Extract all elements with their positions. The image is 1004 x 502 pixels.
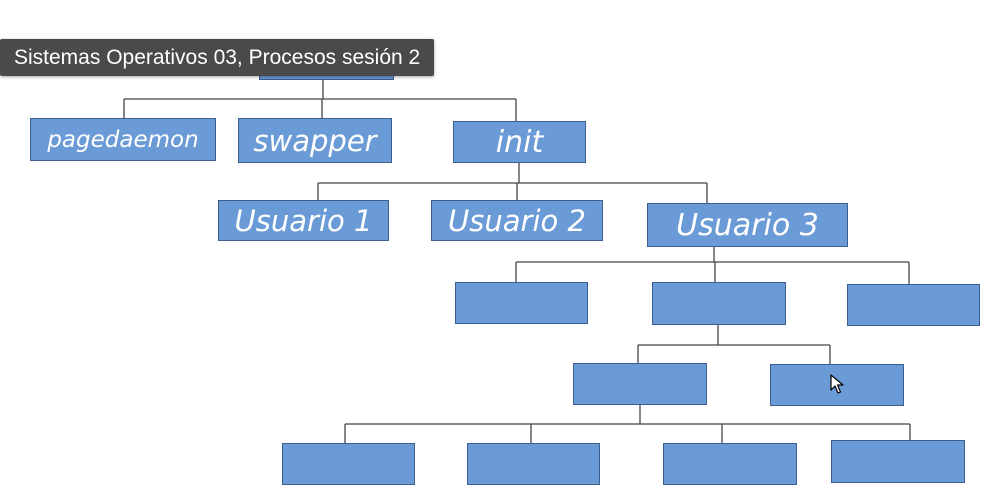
node-level3-left [455, 282, 588, 324]
node-level5-1 [282, 443, 415, 485]
node-usuario-2: Usuario 2 [431, 200, 603, 241]
node-level3-right [847, 284, 980, 326]
video-title-tooltip: Sistemas Operativos 03, Procesos sesión … [0, 39, 435, 76]
node-level5-3 [663, 443, 797, 485]
node-init: init [453, 121, 586, 163]
node-level3-middle [652, 282, 786, 325]
node-swapper: swapper [238, 118, 392, 163]
mouse-pointer-icon [830, 374, 844, 394]
node-pagedaemon: pagedaemon [30, 118, 216, 161]
node-usuario-1: Usuario 1 [218, 200, 389, 241]
node-level5-4 [831, 440, 965, 483]
node-usuario-3: Usuario 3 [647, 203, 848, 247]
node-level4-left [573, 363, 707, 405]
node-level5-2 [467, 443, 600, 485]
